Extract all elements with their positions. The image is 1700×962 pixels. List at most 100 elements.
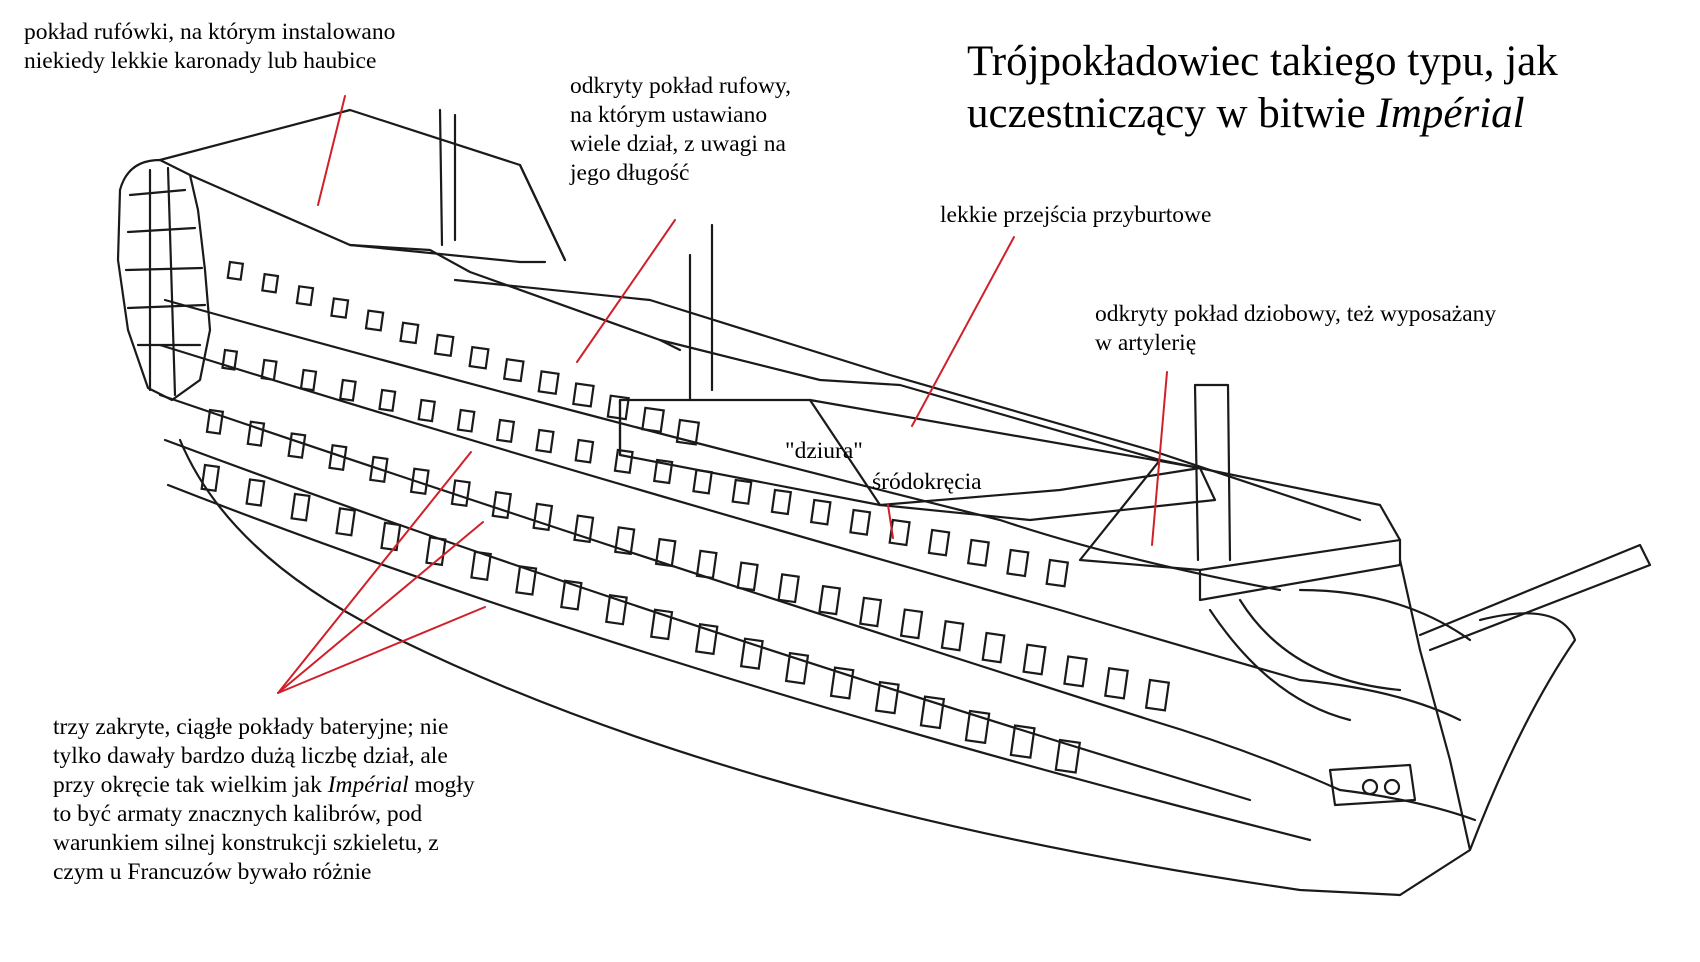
label-forecastle-line: odkryty pokład dziobowy, też wyposażany	[1095, 301, 1497, 327]
leader-gundeck-3	[277, 606, 486, 694]
keel	[178, 438, 1402, 897]
gun-port	[1022, 643, 1047, 676]
gun-port	[695, 549, 718, 580]
waist-box	[618, 398, 1217, 522]
gun-port	[927, 528, 951, 557]
label-gun-decks-prefix: przy okręcie tak wielkim jak	[53, 772, 328, 798]
gun-port	[1144, 678, 1171, 712]
gun-port	[966, 538, 990, 567]
gun-port	[739, 637, 764, 670]
label-gun-decks: trzy zakryte, ciągłe pokłady bateryjne; …	[53, 713, 475, 887]
gun-port	[964, 709, 991, 745]
gun-port	[1009, 724, 1036, 759]
gun-port	[535, 428, 555, 454]
gun-port	[495, 418, 516, 443]
title-line-1: Trójpokładowiec takiego typu, jak	[967, 38, 1558, 85]
label-forecastle: odkryty pokład dziobowy, też wyposażany …	[1095, 300, 1496, 358]
label-gun-decks-line: tylko dawały bardzo dużą liczbę dział, a…	[53, 743, 448, 769]
bow-stem	[1398, 558, 1577, 897]
title-ship-name: Impérial	[1376, 90, 1525, 137]
gun-port	[606, 394, 630, 421]
label-quarterdeck-line: odkryty pokład rufowy,	[570, 73, 792, 99]
gun-port	[260, 358, 278, 382]
gun-port	[874, 680, 900, 715]
label-gun-decks-line: to być armaty znacznych kalibrów, pod	[53, 801, 423, 827]
label-gun-decks-suffix: mogły	[408, 772, 475, 798]
gun-port	[502, 357, 525, 383]
gun-port	[399, 321, 420, 345]
title-line-2-text: uczestniczący w bitwie	[967, 90, 1377, 137]
gun-port	[649, 608, 674, 641]
label-poop-deck-line: niekiedy lekkie karonady lub haubice	[24, 48, 377, 74]
gun-port	[818, 584, 842, 616]
gun-port	[205, 408, 225, 435]
label-gun-decks-line: trzy zakryte, ciągłe pokłady bateryjne; …	[53, 714, 449, 740]
gun-port	[1104, 667, 1129, 700]
gun-port	[1045, 558, 1070, 588]
gun-port	[731, 478, 753, 505]
gun-port	[261, 272, 280, 294]
gun-port	[574, 438, 595, 464]
diagram-title: Trójpokładowiec takiego typu, jak uczest…	[967, 36, 1558, 140]
gun-port	[380, 521, 402, 552]
fore-mast	[1193, 383, 1232, 562]
gun-port	[692, 468, 713, 495]
label-poop-deck-line: pokład rufówki, na którym instalowano	[24, 19, 396, 45]
wale-1	[163, 298, 1282, 592]
gun-port	[652, 458, 674, 485]
gun-port	[613, 448, 634, 474]
gun-port	[537, 370, 560, 395]
gun-port	[560, 579, 583, 611]
gun-port	[919, 695, 946, 730]
gun-port	[328, 443, 348, 471]
gun-port	[829, 666, 855, 700]
gun-port	[330, 297, 350, 319]
gun-port	[940, 620, 965, 652]
label-forecastle-line: w artylerię	[1095, 330, 1197, 356]
gun-port	[295, 285, 315, 307]
label-waist-1: "dziura"	[785, 438, 863, 464]
bowsprit	[1418, 543, 1652, 652]
label-gun-decks-line: warunkiem silnej konstrukcji szkieletu, …	[53, 830, 439, 856]
leader-gangways	[911, 236, 1015, 427]
label-quarterdeck: odkryty pokład rufowy, na którym ustawia…	[570, 72, 791, 188]
gun-port	[200, 463, 221, 492]
label-quarterdeck-line: jego długość	[570, 160, 690, 186]
label-gun-decks-line: czym u Francuzów bywało różnie	[53, 859, 372, 885]
leader-gundeck-1	[277, 451, 472, 694]
leader-waist	[887, 504, 894, 539]
leader-quarterdeck	[576, 219, 676, 363]
leader-gundeck-2	[277, 521, 484, 694]
gun-port	[470, 550, 492, 581]
gun-port	[369, 455, 389, 483]
label-waist-2: śródokręcia	[872, 469, 982, 495]
label-gun-decks-ship-name: Impérial	[327, 772, 409, 798]
gun-port	[572, 382, 595, 408]
gun-port	[675, 418, 701, 446]
gun-port	[299, 368, 318, 392]
wale-3	[158, 393, 1342, 792]
label-poop-deck: pokład rufówki, na którym instalowano ni…	[24, 18, 395, 76]
gun-port	[364, 309, 385, 332]
gun-port	[246, 420, 266, 447]
gun-port	[573, 514, 595, 544]
gun-port	[614, 526, 636, 556]
gun-port	[335, 507, 357, 537]
gun-port	[981, 631, 1006, 664]
gun-port	[433, 333, 455, 357]
main-mast	[688, 223, 714, 402]
wale-2	[158, 343, 1302, 682]
label-quarterdeck-line: wiele dział, z uwagi na	[570, 131, 786, 157]
gun-port	[245, 478, 266, 507]
gun-port	[290, 492, 311, 522]
gun-port	[605, 594, 628, 626]
poop-deck-edge	[158, 108, 567, 262]
gun-port	[450, 479, 471, 508]
gun-port	[859, 596, 883, 628]
gun-port	[809, 498, 832, 526]
leader-forecastle	[1151, 371, 1168, 546]
wale-4	[163, 438, 1252, 802]
stern-transom	[116, 158, 212, 402]
gun-port	[784, 651, 810, 685]
gun-port	[456, 408, 476, 433]
